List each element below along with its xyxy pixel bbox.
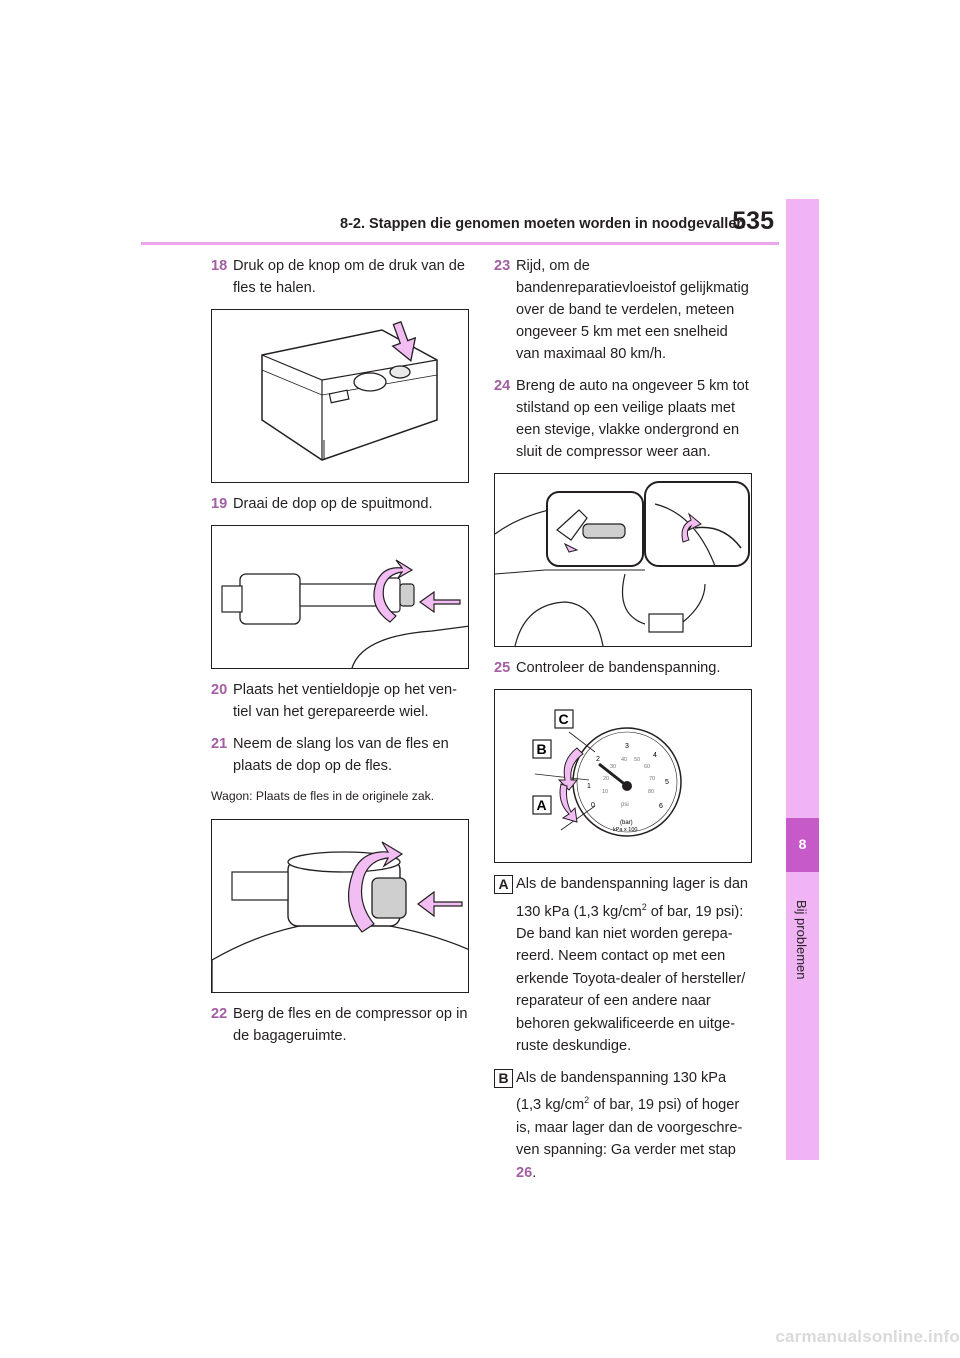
wagon-note: Wagon: Plaats de fles in de originele za… xyxy=(211,789,435,803)
pressure-gauge-illustration: 0 1 2 3 4 5 6 10 20 30 40 50 60 70 80 ps… xyxy=(532,709,682,837)
chapter-sidetab-active xyxy=(786,818,819,872)
gauge-unit-bar: (bar) xyxy=(620,820,633,826)
psi-tick: 60 xyxy=(644,764,650,770)
step-text: Breng de auto na ongeveer 5 km tot stils… xyxy=(516,378,749,460)
superscript: 2 xyxy=(641,901,647,912)
step-22: 22 Berg de fles en de compressor op in d… xyxy=(211,1003,469,1047)
figure-pressure-gauge: 0 1 2 3 4 5 6 10 20 30 40 50 60 70 80 ps… xyxy=(494,689,752,863)
compressor-illustration xyxy=(261,321,438,461)
bar-tick: 4 xyxy=(653,752,657,759)
psi-tick: 30 xyxy=(610,764,616,770)
right-column: 23 Rijd, om de bandenreparatievloeistof … xyxy=(494,255,752,1193)
psi-tick: 10 xyxy=(602,789,608,795)
step-number: 22 xyxy=(211,1006,228,1022)
gauge-label-b xyxy=(532,739,552,759)
figure-bottle-cap xyxy=(211,819,469,993)
bar-tick-labels: 0 1 2 3 4 5 6 xyxy=(587,743,669,810)
condition-text: Als de bandenspanning lager is dan 130 k… xyxy=(516,876,749,920)
psi-tick-labels: 10 20 30 40 50 60 70 80 xyxy=(602,757,655,795)
bar-tick: 3 xyxy=(625,743,629,750)
condition-text: . xyxy=(532,1164,537,1181)
gauge-label-b-text: B xyxy=(537,741,547,757)
footer-watermark: carmanualsonline.info xyxy=(775,1327,960,1346)
condition-badge: B xyxy=(494,1068,513,1088)
psi-tick: 70 xyxy=(649,776,655,782)
condition-badge: A xyxy=(494,875,513,894)
bar-tick: 6 xyxy=(659,803,663,810)
step-number: 24 xyxy=(494,378,511,394)
step-number: 21 xyxy=(211,736,228,752)
step-19: 19 Draai de dop op de spuitmond. xyxy=(211,493,469,515)
condition-text: Als de bandenspanning 130 kPa (1,3 kg/cm xyxy=(516,1069,727,1114)
gauge-pivot xyxy=(622,781,632,791)
bar-tick: 2 xyxy=(596,756,600,763)
step-number: 23 xyxy=(494,258,511,274)
gauge-unit-psi: psi xyxy=(621,802,629,808)
step-number: 25 xyxy=(494,660,511,676)
step-24: 24 Breng de auto na ongeveer 5 km tot st… xyxy=(494,375,752,463)
condition-text: of bar, 19 psi) of hoger is, maar lager … xyxy=(516,1097,743,1159)
step-21: 21 Neem de slang los van de fles en plaa… xyxy=(211,733,469,777)
nozzle-cap-illustration xyxy=(221,559,468,668)
gauge-label-a xyxy=(532,795,552,815)
bar-tick: 5 xyxy=(665,779,669,786)
step-text: Druk op de knop om de druk van de fles t… xyxy=(233,258,466,296)
psi-tick: 40 xyxy=(621,757,627,763)
step-25: 25 Controleer de bandenspanning. xyxy=(494,657,752,679)
figure-nozzle-cap xyxy=(211,525,469,669)
step-reference: 26 xyxy=(516,1164,533,1181)
superscript: 2 xyxy=(584,1095,590,1106)
step-text: Neem de slang los van de fles en plaats … xyxy=(233,736,449,774)
step-text: Draai de dop op de spuitmond. xyxy=(233,496,433,512)
figure-reconnect-compressor xyxy=(494,473,752,647)
step-text: Controleer de bandenspanning. xyxy=(516,660,721,676)
step-20: 20 Plaats het ventieldopje op het ven-ti… xyxy=(211,679,469,723)
step-23: 23 Rijd, om de bandenreparatievloeistof … xyxy=(494,255,752,365)
bar-tick: 1 xyxy=(587,783,591,790)
car-compressor-illustration xyxy=(495,481,750,646)
gauge-needle xyxy=(598,762,628,788)
step-number: 19 xyxy=(211,496,228,512)
left-column: 18 Druk op de knop om de druk van de fle… xyxy=(211,255,469,1057)
psi-tick: 50 xyxy=(634,757,640,763)
gauge-label-a-text: A xyxy=(537,797,547,813)
section-title: 8-2. Stappen die genomen moeten worden i… xyxy=(340,216,746,232)
bar-tick: 0 xyxy=(591,802,595,809)
page-number: 535 xyxy=(732,207,774,235)
chapter-name: Bij problemen xyxy=(794,900,809,980)
step-text: Plaats het ventieldopje op het ven-tiel … xyxy=(233,682,457,720)
step-text: Berg de fles en de compressor op in de b… xyxy=(233,1006,468,1044)
gauge-label-c-text: C xyxy=(559,711,569,727)
bottle-cap-illustration xyxy=(212,841,468,992)
header-divider xyxy=(141,242,779,245)
condition-b: B Als de bandenspanning 130 kPa (1,3 kg/… xyxy=(494,1067,752,1184)
figure-compressor-button xyxy=(211,309,469,483)
gauge-label-c xyxy=(554,709,574,729)
psi-tick: 20 xyxy=(603,776,609,782)
gauge-unit-kpa: kPa x 100 xyxy=(613,827,637,833)
psi-tick: 80 xyxy=(648,789,654,795)
condition-a: A Als de bandenspanning lager is dan 130… xyxy=(494,873,752,1058)
step-number: 18 xyxy=(211,258,228,274)
step-text: Rijd, om de bandenreparatievloeistof gel… xyxy=(516,258,749,362)
chapter-number: 8 xyxy=(798,836,807,852)
condition-text: of bar, 19 psi): De band kan niet worden… xyxy=(516,903,746,1055)
step-18: 18 Druk op de knop om de druk van de fle… xyxy=(211,255,469,299)
chapter-sidetab xyxy=(786,199,819,1160)
step-number: 20 xyxy=(211,682,228,698)
